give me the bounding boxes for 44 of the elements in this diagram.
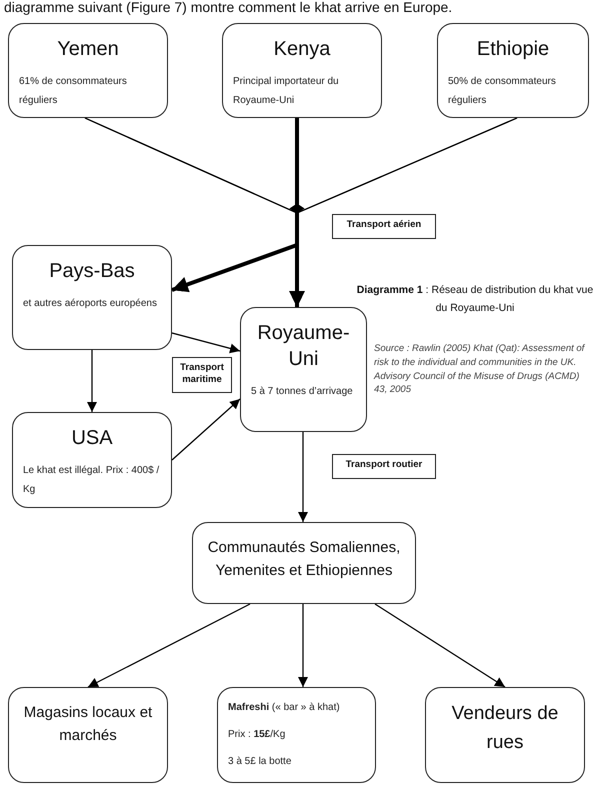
- intro-text: diagramme suivant (Figure 7) montre comment le khat arrive en Europe.: [4, 0, 454, 17]
- node-title: Vendeurs de rues: [450, 702, 560, 754]
- label-box: [172, 357, 232, 393]
- arrow: [298, 432, 308, 522]
- caption: Diagramme 1 : Réseau de distribution du khat vue du Royaume-Uni: [356, 283, 594, 316]
- node-text: Prix : 15£/Kg: [228, 728, 286, 742]
- node-title: Communautés Somaliennes, Yemenites et Ethiopiennes: [206, 538, 402, 580]
- node-text: Transport maritime: [179, 362, 225, 387]
- node-title: Royaume-Uni: [256, 321, 351, 372]
- node-text: Principal importateur du Royaume-Uni: [233, 75, 340, 108]
- rounded-box: [240, 307, 367, 432]
- label-box: [332, 214, 436, 239]
- node-title: Kenya: [272, 37, 332, 62]
- node-title: Pays-Bas: [48, 259, 136, 284]
- node-text: Transport aérien: [346, 219, 422, 232]
- node-text: Mafreshi (« bar » à khat): [228, 701, 341, 715]
- arrow: [88, 603, 250, 688]
- rounded-box: [425, 687, 585, 783]
- node-text: 3 à 5£ la botte: [228, 755, 292, 769]
- arrow: [374, 604, 506, 688]
- rounded-box: [192, 522, 416, 604]
- node-text: et autres aéroports européens: [23, 297, 158, 311]
- arrow: [172, 332, 240, 354]
- label-box: [332, 454, 436, 479]
- node-title: USA: [70, 426, 114, 451]
- arrow: [298, 604, 308, 687]
- node-text: 61% de consommateurs réguliers: [19, 75, 128, 108]
- node-text: Le khat est illégal. Prix : 400$ / Kg: [23, 464, 160, 497]
- node-text: Transport routier: [344, 459, 424, 472]
- rounded-box: [222, 23, 382, 118]
- node-title: Magasins locaux et marchés: [22, 703, 154, 746]
- node-text: 5 à 7 tonnes d’arrivage: [251, 385, 354, 399]
- rounded-box: [437, 23, 589, 118]
- rounded-box: [217, 687, 376, 783]
- node-title: Ethiopie: [476, 37, 550, 62]
- rounded-box: [8, 687, 168, 783]
- source-note: Source : Rawlin (2005) Khat (Qat): Assessment of risk to the individual and communities in the UK. Advisory Council of the Misuse of Drugs (ACMD) 43, 2005: [374, 342, 586, 398]
- arrow: [87, 350, 97, 412]
- node-title: Yemen: [56, 37, 120, 62]
- arrow: [172, 398, 240, 460]
- rounded-box: [12, 245, 172, 350]
- rounded-box: [8, 23, 168, 118]
- node-text: 50% de consommateurs réguliers: [448, 75, 557, 108]
- rounded-box: [12, 412, 172, 508]
